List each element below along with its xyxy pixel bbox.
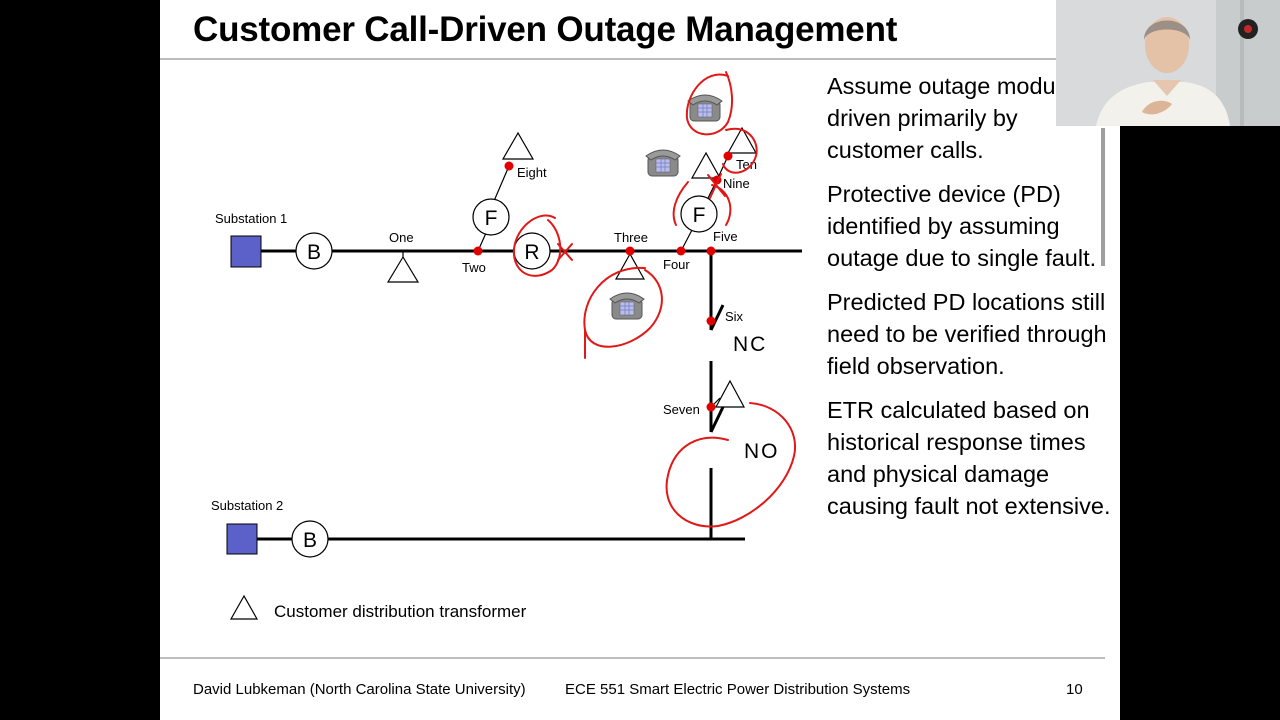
node-two [473,246,483,256]
telephone-icon [687,94,723,122]
node-four [676,246,686,256]
node-five [706,246,716,256]
node-label-ten: Ten [736,157,757,172]
recloser-label: R [524,241,539,264]
title-divider [160,58,1105,60]
transformer-seven-icon [714,379,746,408]
breaker-1 [295,232,333,270]
fuse-nine-label: F [693,204,706,227]
footer-divider [160,657,1105,659]
telephone-icon [609,292,645,320]
bullet-item: ETR calculated based on historical respo… [827,397,1111,519]
bullet-item: Predicted PD locations still need to be … [827,289,1107,379]
node-label-three: Three [614,230,648,245]
fuse-eight-label: F [485,207,498,230]
substation-2-label: Substation 2 [211,498,283,513]
substation-2-box [226,523,258,555]
node-label-four: Four [663,257,690,272]
switch-nc-label: NC [733,333,767,356]
footer-page-number: 10 [1066,681,1083,698]
node-ten [723,151,733,161]
node-label-two: Two [462,260,486,275]
node-seven [706,402,716,412]
fuse-nine [680,195,718,233]
footer-course: ECE 551 Smart Electric Power Distributio… [565,681,911,698]
transformer-nine-icon [690,151,722,179]
node-label-one: One [389,230,414,245]
breaker-1-label: B [307,241,321,264]
bullet-item: Assume outage module driven primarily by… [827,73,1074,163]
one-line-diagram: Substation 1 Substation 2 B B R F F [211,71,802,621]
transformer-ten-icon [726,126,758,154]
scrollbar[interactable] [1101,128,1105,266]
legend-triangle-icon [229,594,259,620]
slide: Customer Call-Driven Outage Management [160,0,1120,720]
node-label-five: Five [713,229,738,244]
breaker-2 [291,520,329,558]
node-label-nine: Nine [723,176,750,191]
record-button[interactable] [1238,19,1258,39]
node-three [625,246,635,256]
fuse-eight [472,198,510,236]
telephone-icon [645,149,681,177]
transformer-one-icon [386,255,420,283]
node-eight [504,161,514,171]
bullet-item: Protective device (PD) identified by ass… [827,181,1097,271]
ink-annotations [512,71,797,528]
substation-1-box [230,235,262,268]
slide-title: Customer Call-Driven Outage Management [193,10,898,49]
node-label-seven: Seven [663,402,700,417]
transformer-three-icon [614,252,646,280]
switch-no-label: NO [744,440,780,463]
breaker-2-label: B [303,529,317,552]
transformer-eight-icon [501,131,535,160]
bullet-list: Assume outage module driven primarily by… [827,70,1112,534]
node-label-six: Six [725,309,744,324]
legend-label: Customer distribution transformer [274,602,527,621]
node-six [706,316,716,326]
footer-author: David Lubkeman (North Carolina State Uni… [193,681,526,698]
substation-1-label: Substation 1 [215,211,287,226]
node-label-eight: Eight [517,165,547,180]
